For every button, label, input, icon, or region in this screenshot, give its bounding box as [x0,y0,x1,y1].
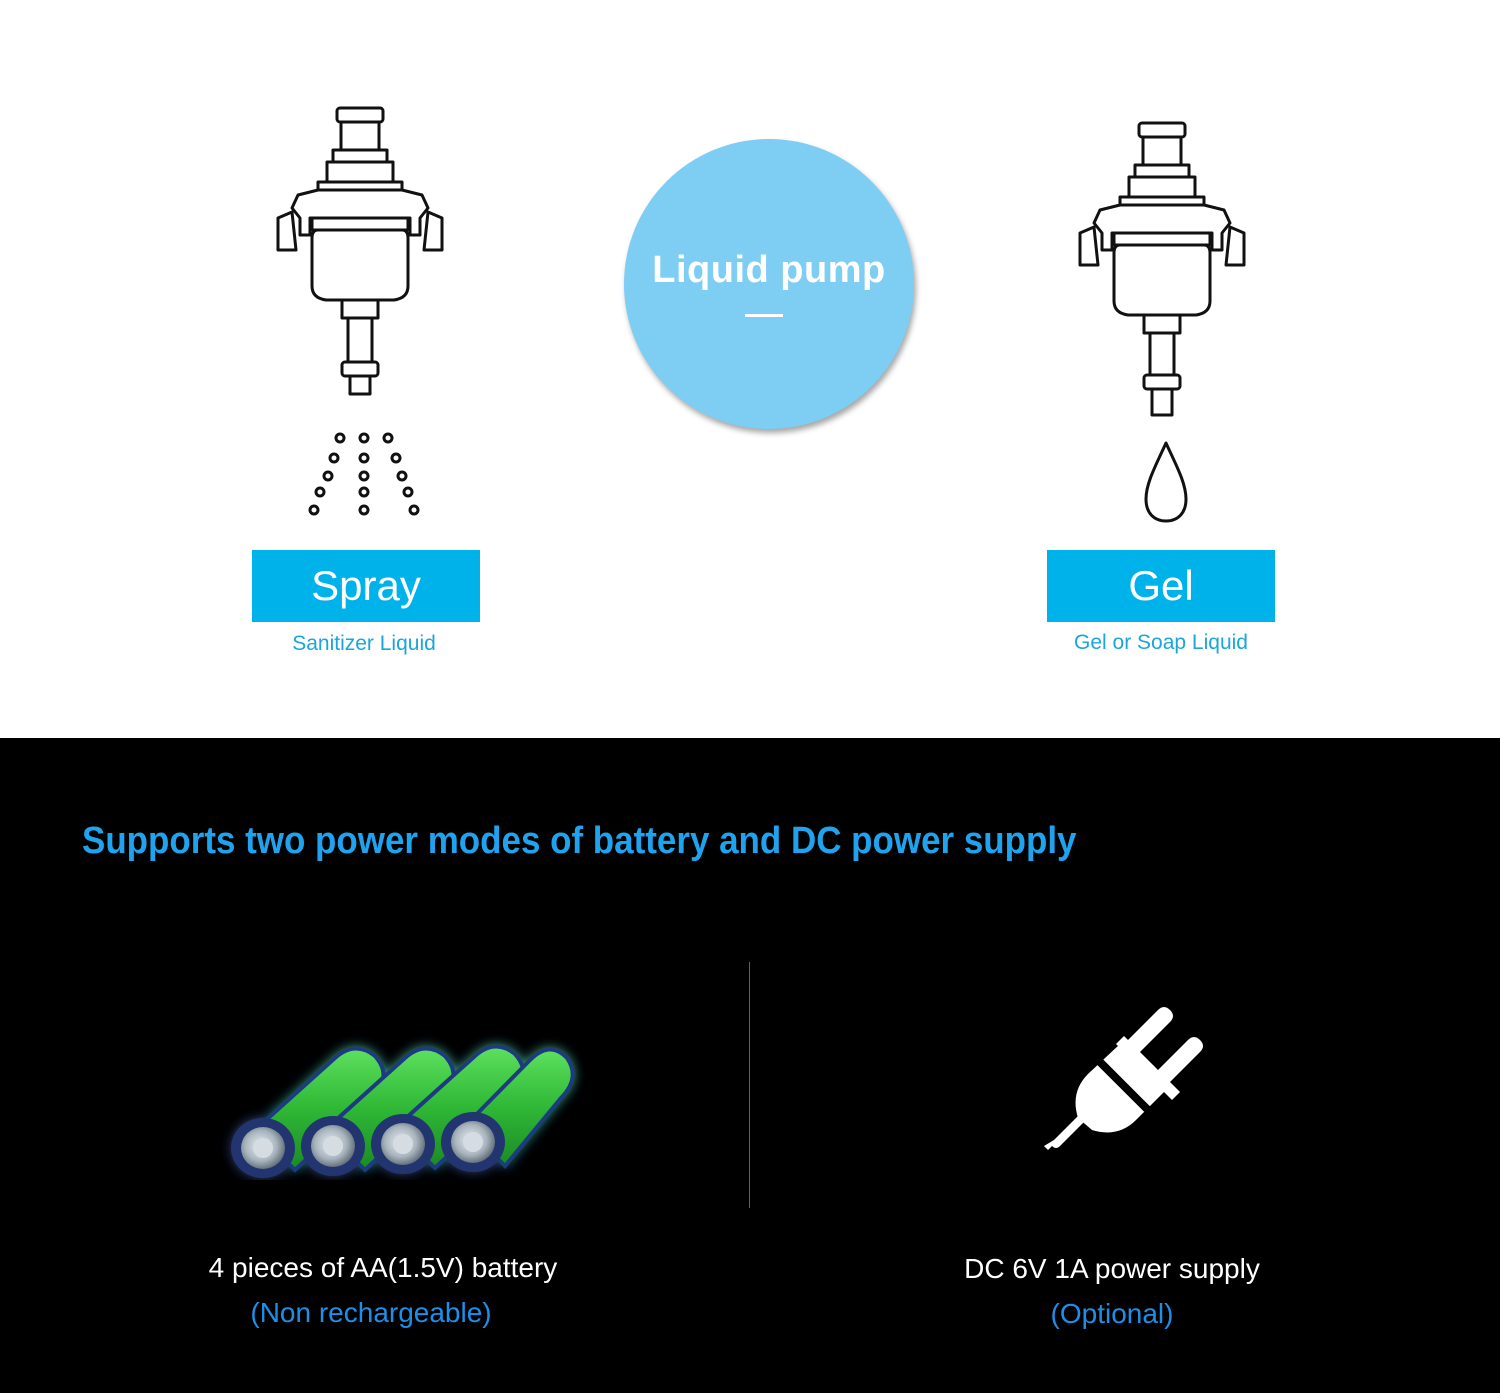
spray-button: Spray [252,550,480,622]
power-plug-icon [1044,1007,1203,1150]
gel-pump-icon [1078,121,1246,523]
spray-subtitle: Sanitizer Liquid [292,632,436,655]
battery-icon [231,1044,575,1178]
liquid-pump-badge: Liquid pump [624,139,914,429]
power-section [0,738,1500,1393]
battery-note: (Non rechargeable) [250,1297,492,1328]
power-headline: Supports two power modes of battery and … [82,820,1077,862]
liquid-pump-title: Liquid pump [652,249,886,291]
gel-button: Gel [1047,550,1275,622]
dc-caption: DC 6V 1A power supply [964,1253,1260,1284]
section-divider [749,962,750,1208]
gel-subtitle: Gel or Soap Liquid [1074,631,1248,654]
spray-pump-icon [276,106,444,516]
title-dash [745,314,783,317]
dc-note: (Optional) [1050,1298,1174,1329]
battery-caption: 4 pieces of AA(1.5V) battery [208,1252,558,1283]
liquid-pump-section: Liquid pump Spray Sanitizer Liquid Gel G… [252,106,1275,655]
